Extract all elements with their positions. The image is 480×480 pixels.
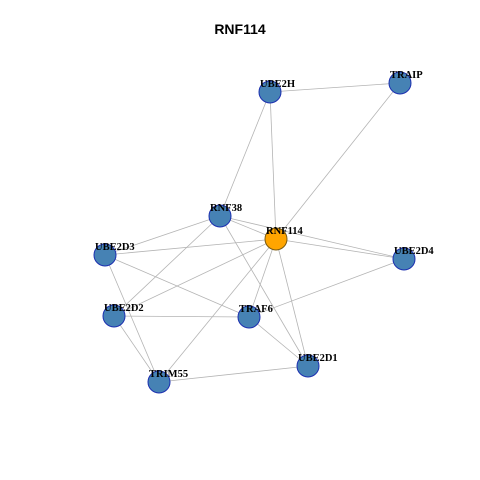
node-label-traf6: TRAF6 <box>239 304 273 315</box>
edge-ube2h-traip <box>269 82 401 93</box>
edge-layer <box>104 82 405 383</box>
node-label-ube2d2: UBE2D2 <box>104 303 144 314</box>
edge-rnf38-ube2d3 <box>104 215 221 256</box>
edge-ube2d2-traf6 <box>113 315 250 318</box>
edge-rnf114-traf6 <box>248 238 277 318</box>
edge-traf6-ube2d1 <box>248 316 309 367</box>
node-label-trim55: TRIM55 <box>149 369 188 380</box>
node-label-rnf38: RNF38 <box>210 203 242 214</box>
node-ube2d4[interactable] <box>392 247 416 271</box>
edge-rnf38-ube2d1 <box>219 215 309 367</box>
node-ube2h[interactable] <box>258 80 282 104</box>
edge-ube2d1-trim55 <box>158 365 309 383</box>
node-label-traip: TRAIP <box>390 70 423 81</box>
node-traf6[interactable] <box>237 305 261 329</box>
edge-rnf114-ube2d3 <box>104 238 277 256</box>
node-layer <box>93 71 416 394</box>
node-rnf114[interactable] <box>264 227 288 251</box>
edge-ube2d2-trim55 <box>113 315 160 383</box>
node-ube2d1[interactable] <box>296 354 320 378</box>
node-rnf38[interactable] <box>208 204 232 228</box>
edge-ube2d3-trim55 <box>104 254 160 383</box>
node-ube2d2[interactable] <box>102 304 126 328</box>
edge-rnf38-ube2d4 <box>219 215 405 260</box>
edge-traip-rnf114 <box>275 82 401 240</box>
node-traip[interactable] <box>388 71 412 95</box>
node-trim55[interactable] <box>147 370 171 394</box>
edge-ube2h-rnf38 <box>219 91 271 217</box>
edge-rnf38-ube2d2 <box>113 215 221 317</box>
node-label-ube2h: UBE2H <box>260 79 295 90</box>
node-label-ube2d1: UBE2D1 <box>298 353 338 364</box>
node-label-rnf114: RNF114 <box>266 226 304 237</box>
node-label-ube2d3: UBE2D3 <box>95 242 135 253</box>
edge-ube2h-rnf114 <box>269 91 277 240</box>
edge-rnf114-trim55 <box>158 238 277 383</box>
edge-rnf114-ube2d1 <box>275 238 309 367</box>
node-ube2d3[interactable] <box>93 243 117 267</box>
edge-ube2d3-traf6 <box>104 254 250 318</box>
edge-rnf114-ube2d4 <box>275 238 405 260</box>
edge-rnf114-ube2d2 <box>113 238 277 317</box>
figure-title: RNF114 <box>214 21 266 37</box>
edge-ube2d4-traf6 <box>248 258 405 318</box>
node-label-ube2d4: UBE2D4 <box>394 246 434 257</box>
